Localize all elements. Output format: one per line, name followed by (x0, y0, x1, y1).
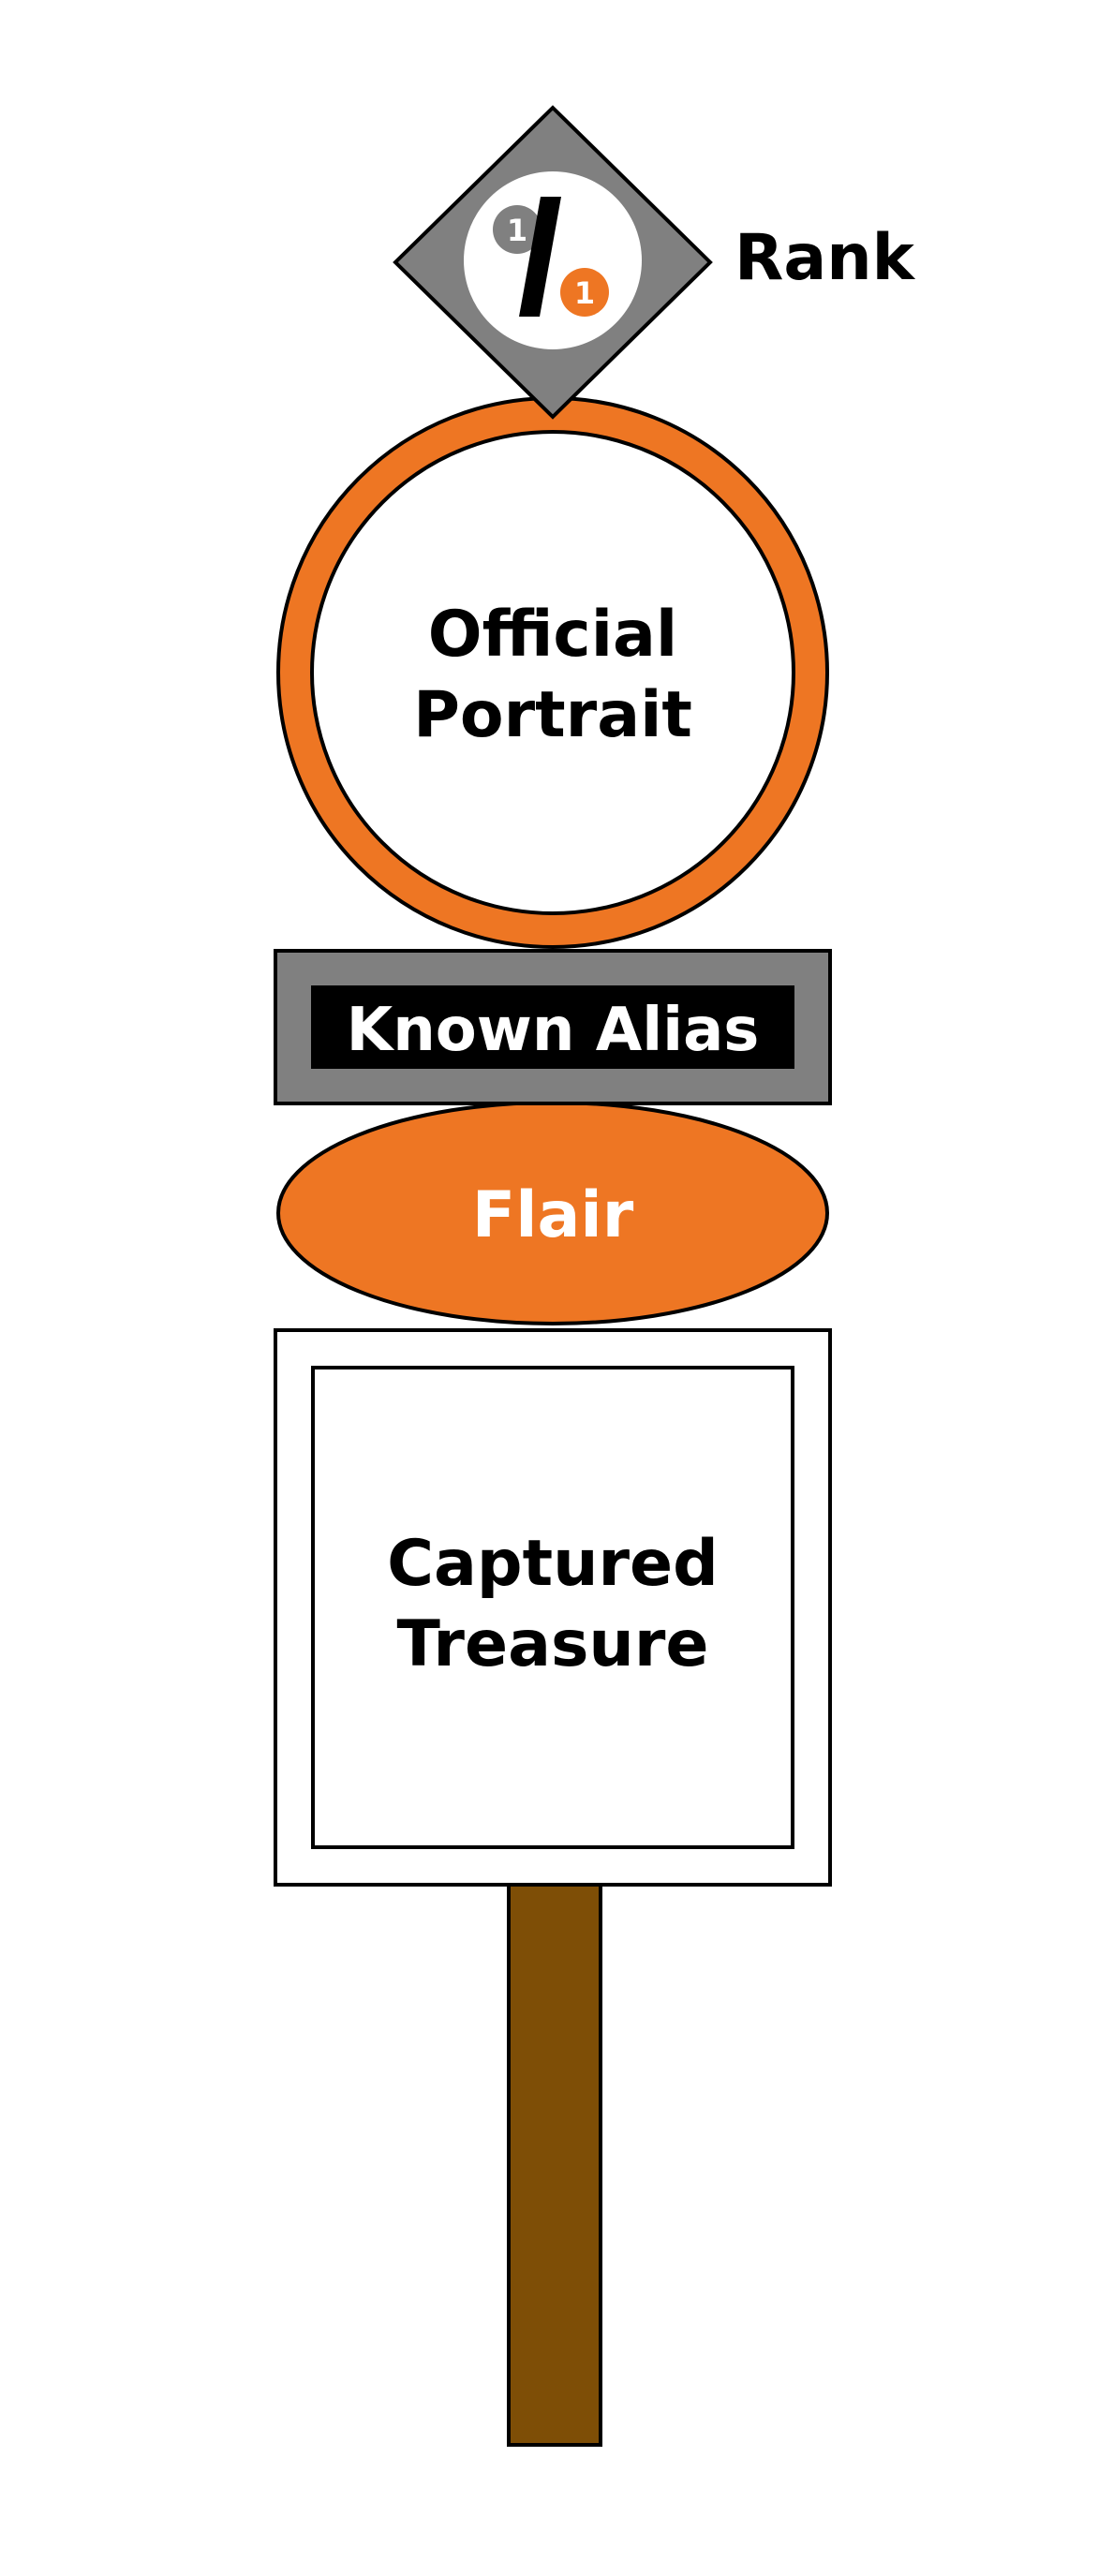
flair-badge: Flair (276, 1101, 829, 1325)
captured-treasure-frame: Captured Treasure (274, 1328, 832, 1887)
rank-diamond: 1 1 (393, 105, 713, 420)
captured-treasure-label-line2: Treasure (397, 1607, 709, 1681)
rank-denominator: 1 (574, 275, 595, 311)
official-portrait-label-line1: Official (428, 598, 677, 672)
known-alias-label: Known Alias (347, 996, 760, 1065)
fraction-one-over-one-icon: 1 1 (493, 197, 609, 317)
official-portrait-ring: Official Portrait (276, 396, 829, 949)
official-portrait-label-line2: Portrait (413, 678, 692, 752)
rank-numerator: 1 (507, 213, 527, 248)
flair-label: Flair (472, 1178, 634, 1252)
rank-slash (519, 197, 561, 317)
rank-label: Rank (735, 221, 916, 295)
totem-pole (507, 1872, 602, 2447)
known-alias-plate: Known Alias (274, 949, 832, 1105)
captured-treasure-label-line1: Captured (387, 1527, 719, 1601)
